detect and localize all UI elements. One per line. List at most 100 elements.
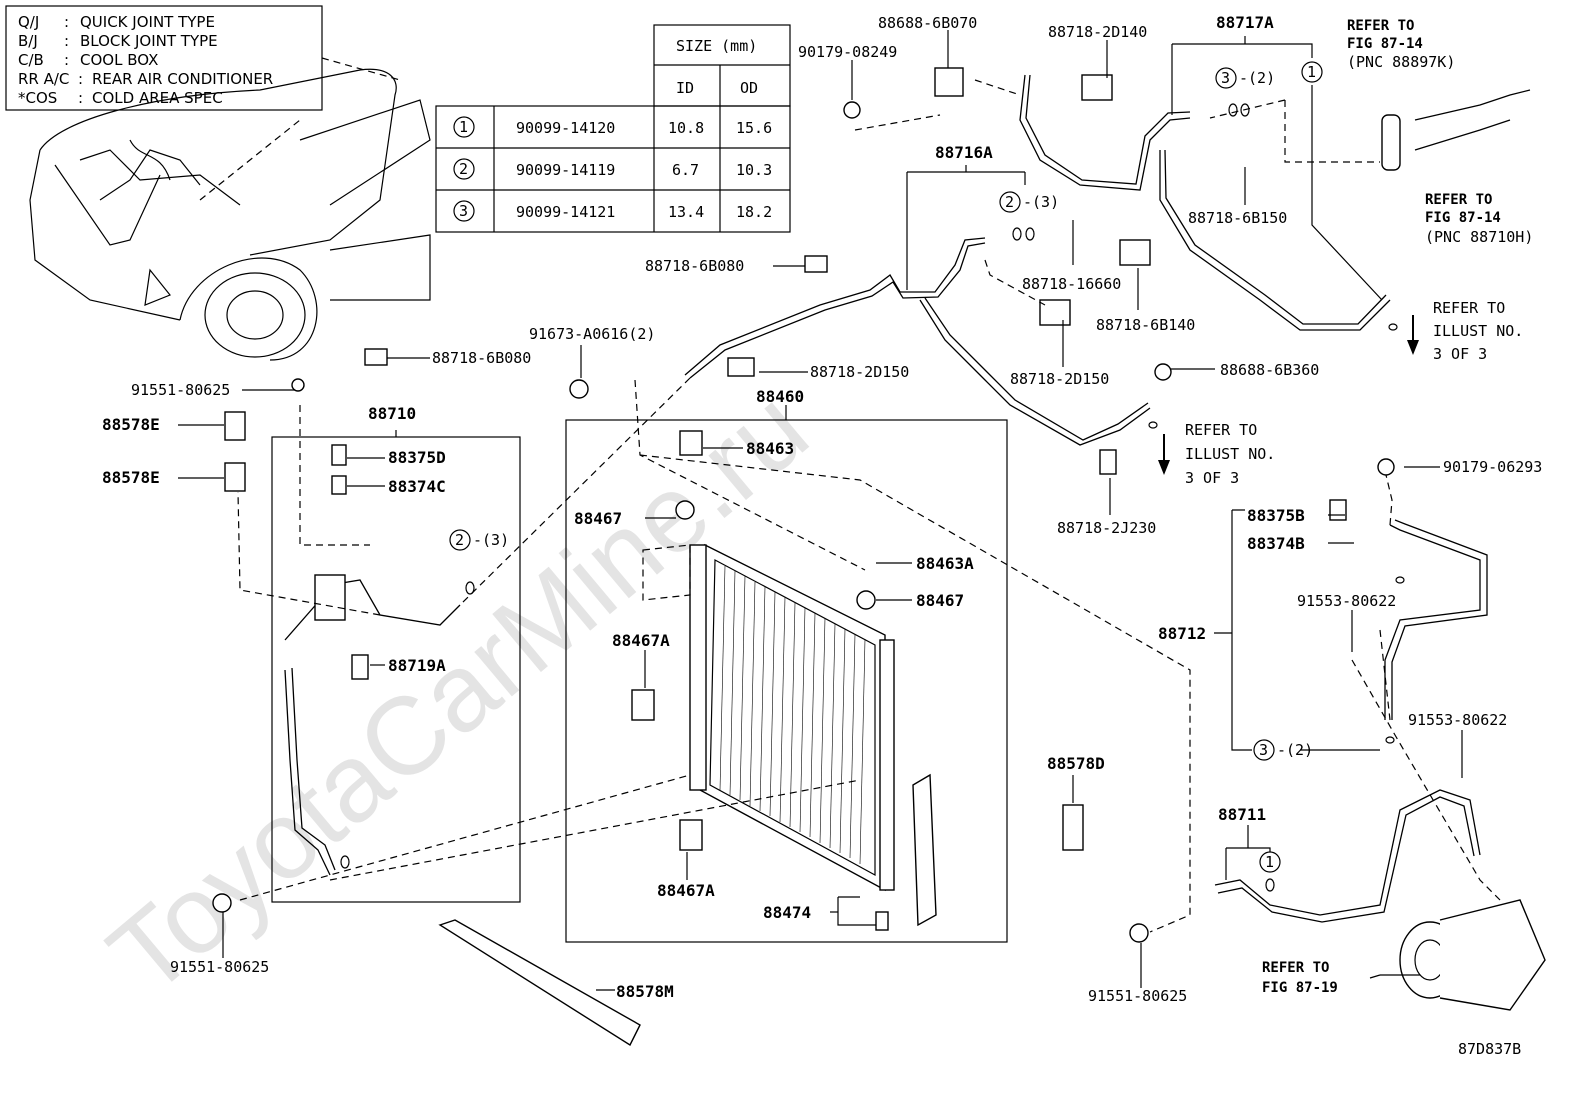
label-91553-80622-a: 91553-80622 bbox=[1297, 592, 1396, 610]
label-88711: 88711 bbox=[1218, 805, 1266, 824]
svg-text:3: 3 bbox=[1259, 741, 1268, 759]
row-2-mark: 2 bbox=[459, 160, 468, 178]
label-ring-2-3-b: -(3) bbox=[473, 531, 509, 549]
part-labels: 88688-6B070 90179-08249 88718-2D140 8871… bbox=[102, 13, 1542, 1058]
row-3-id: 13.4 bbox=[668, 203, 704, 221]
ref2-line1: REFER TO bbox=[1425, 192, 1492, 208]
ref1-line1: REFER TO bbox=[1347, 18, 1414, 34]
label-ring-3-2-a: -(2) bbox=[1239, 69, 1275, 87]
label-88718-6B140: 88718-6B140 bbox=[1096, 316, 1195, 334]
label-88463A: 88463A bbox=[916, 554, 974, 573]
label-88467A-a: 88467A bbox=[612, 631, 670, 650]
ref1-line2: FIG 87-14 bbox=[1347, 36, 1423, 52]
label-88718-2D150-b: 88718-2D150 bbox=[1010, 370, 1109, 388]
legend-sep-3: : bbox=[64, 51, 69, 69]
pipes bbox=[212, 67, 1546, 1047]
row-1-part: 90099-14120 bbox=[516, 119, 615, 137]
legend-sep-1: : bbox=[64, 13, 69, 31]
legend: Q/J : QUICK JOINT TYPE B/J : BLOCK JOINT… bbox=[5, 5, 323, 111]
svg-text:2: 2 bbox=[1005, 193, 1014, 211]
ref4-line1: REFER TO bbox=[1185, 421, 1257, 439]
ref2-line3: (PNC 88710H) bbox=[1425, 228, 1533, 246]
label-91551-80625-b: 91551-80625 bbox=[170, 958, 269, 976]
row-2-part: 90099-14119 bbox=[516, 161, 615, 179]
legend-abbr-5: *COS bbox=[18, 89, 57, 107]
col-od: OD bbox=[740, 79, 758, 97]
legend-sep-4: : bbox=[78, 70, 83, 88]
label-ring-2-3-a: -(3) bbox=[1023, 193, 1059, 211]
label-88688-6B070: 88688-6B070 bbox=[878, 14, 977, 32]
row-3-od: 18.2 bbox=[736, 203, 772, 221]
label-91553-80622-b: 91553-80622 bbox=[1408, 711, 1507, 729]
legend-abbr-2: B/J bbox=[18, 32, 38, 50]
label-88718-2J230: 88718-2J230 bbox=[1057, 519, 1156, 537]
label-90179-06293: 90179-06293 bbox=[1443, 458, 1542, 476]
legend-desc-5: COLD AREA SPEC bbox=[92, 89, 223, 107]
ref5-line2: FIG 87-19 bbox=[1262, 980, 1338, 996]
ref3-line1: REFER TO bbox=[1433, 299, 1505, 317]
label-90179-08249: 90179-08249 bbox=[798, 43, 897, 61]
leader-lines bbox=[178, 30, 1463, 991]
vehicle-illustration bbox=[29, 57, 431, 361]
label-88374C: 88374C bbox=[388, 477, 446, 496]
condenser bbox=[689, 543, 937, 931]
label-88467A-b: 88467A bbox=[657, 881, 715, 900]
ref1-line3: (PNC 88897K) bbox=[1347, 53, 1455, 71]
row-3-part: 90099-14121 bbox=[516, 203, 615, 221]
label-88716A: 88716A bbox=[935, 143, 993, 162]
row-2-id: 6.7 bbox=[672, 161, 699, 179]
label-91551-80625-a: 91551-80625 bbox=[131, 381, 230, 399]
legend-sep-2: : bbox=[64, 32, 69, 50]
label-ring-3-2-b: -(2) bbox=[1277, 741, 1313, 759]
svg-text:1: 1 bbox=[1307, 63, 1316, 81]
ref2-line2: FIG 87-14 bbox=[1425, 210, 1501, 226]
ref3-line3: 3 OF 3 bbox=[1433, 345, 1487, 363]
legend-desc-2: BLOCK JOINT TYPE bbox=[80, 32, 218, 50]
svg-text:3: 3 bbox=[1221, 69, 1230, 87]
label-88374B: 88374B bbox=[1247, 534, 1305, 553]
label-88375B: 88375B bbox=[1247, 506, 1305, 525]
ref4-line3: 3 OF 3 bbox=[1185, 469, 1239, 487]
refer-notes: REFER TO FIG 87-14 (PNC 88897K) REFER TO… bbox=[1185, 18, 1533, 996]
ref3-line2: ILLUST NO. bbox=[1433, 322, 1523, 340]
legend-desc-1: QUICK JOINT TYPE bbox=[80, 13, 215, 31]
col-id: ID bbox=[676, 79, 694, 97]
legend-sep-5: : bbox=[78, 89, 83, 107]
label-88375D: 88375D bbox=[388, 448, 446, 467]
legend-abbr-1: Q/J bbox=[18, 13, 39, 31]
label-88718-6B080-b: 88718-6B080 bbox=[432, 349, 531, 367]
label-88578D: 88578D bbox=[1047, 754, 1105, 773]
label-88719A: 88719A bbox=[388, 656, 446, 675]
label-88578E-b: 88578E bbox=[102, 468, 160, 487]
circle-markers: 3 1 2 2 3 1 bbox=[449, 61, 1323, 873]
ref5-line1: REFER TO bbox=[1262, 960, 1329, 976]
label-91551-80625-c: 91551-80625 bbox=[1088, 987, 1187, 1005]
ref4-line2: ILLUST NO. bbox=[1185, 445, 1275, 463]
legend-abbr-3: C/B bbox=[18, 51, 44, 69]
svg-text:2: 2 bbox=[455, 531, 464, 549]
size-table: SIZE (mm) ID OD 1 90099-14120 10.8 15.6 … bbox=[435, 24, 791, 233]
label-88718-2D140: 88718-2D140 bbox=[1048, 23, 1147, 41]
legend-desc-4: REAR AIR CONDITIONER bbox=[92, 70, 273, 88]
label-88578E-a: 88578E bbox=[102, 415, 160, 434]
row-1-od: 15.6 bbox=[736, 119, 772, 137]
label-88712: 88712 bbox=[1158, 624, 1206, 643]
label-88474: 88474 bbox=[763, 903, 811, 922]
label-88460: 88460 bbox=[756, 387, 804, 406]
label-88467-b: 88467 bbox=[916, 591, 964, 610]
figure-code: 87D837B bbox=[1458, 1040, 1521, 1058]
row-2-od: 10.3 bbox=[736, 161, 772, 179]
row-1-id: 10.8 bbox=[668, 119, 704, 137]
label-88718-6B080-a: 88718-6B080 bbox=[645, 257, 744, 275]
label-88463: 88463 bbox=[746, 439, 794, 458]
label-88718-2D150-a: 88718-2D150 bbox=[810, 363, 909, 381]
size-header: SIZE (mm) bbox=[676, 37, 757, 55]
label-88467-a: 88467 bbox=[574, 509, 622, 528]
row-1-mark: 1 bbox=[459, 118, 468, 136]
legend-abbr-4: RR A/C bbox=[18, 70, 69, 88]
label-88718-16660: 88718-16660 bbox=[1022, 275, 1121, 293]
label-88718-6B150: 88718-6B150 bbox=[1188, 209, 1287, 227]
dashed-leaders bbox=[237, 79, 1501, 933]
label-88710: 88710 bbox=[368, 404, 416, 423]
